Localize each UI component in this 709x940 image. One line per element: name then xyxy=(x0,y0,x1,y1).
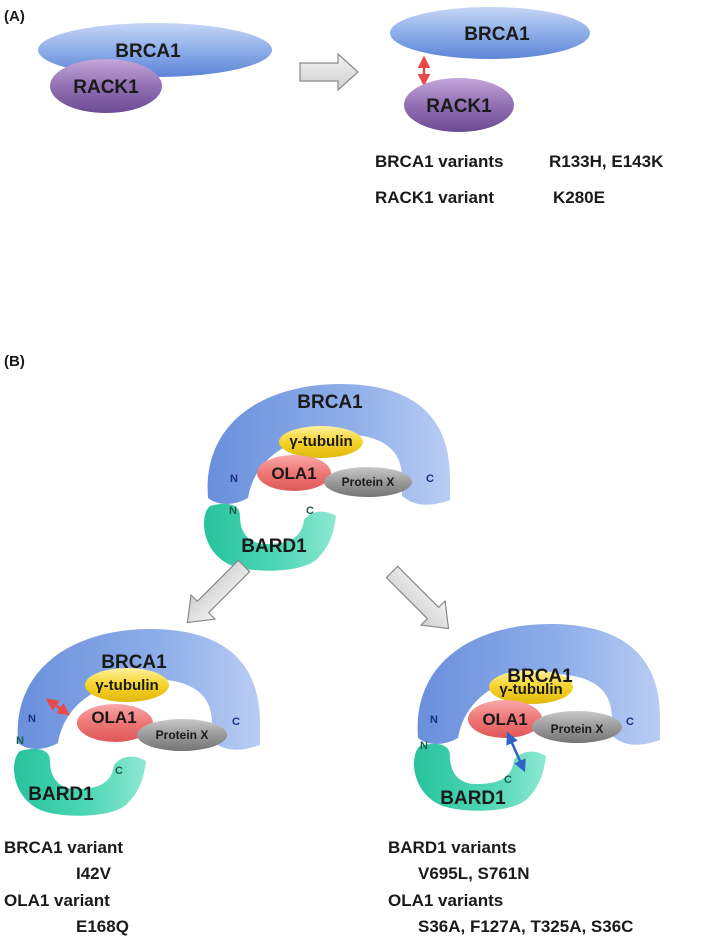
rack1-variant-value: K280E xyxy=(553,188,605,207)
down-right-arrow-icon xyxy=(385,565,450,630)
c-terminus-brca1-top: C xyxy=(426,473,434,485)
right-bard1-variants-value: V695L, S761N xyxy=(418,864,530,883)
n-terminus-brca1-left: N xyxy=(28,713,36,725)
ola1-label-left: OLA1 xyxy=(91,708,136,727)
brca1-label-before: BRCA1 xyxy=(115,41,181,62)
gamma-tubulin-label-top: γ-tubulin xyxy=(289,433,352,450)
c-terminus-brca1-left: C xyxy=(232,716,240,728)
complex-left xyxy=(13,629,260,816)
bard1-label-top: BARD1 xyxy=(241,536,307,557)
gamma-tubulin-label-left: γ-tubulin xyxy=(95,677,158,694)
complex-right xyxy=(413,624,660,811)
right-arrow-icon xyxy=(299,52,359,92)
down-left-arrow-icon xyxy=(186,559,251,624)
interaction-arrow-icon xyxy=(506,731,526,773)
protein-x-label-left: Protein X xyxy=(156,728,209,742)
brca1-label-left: BRCA1 xyxy=(101,652,167,673)
left-brca1-variant-value: I42V xyxy=(76,864,112,883)
rack1-label-after: RACK1 xyxy=(426,96,492,117)
gamma-tubulin-label-right: γ-tubulin xyxy=(499,681,562,698)
left-ola1-variant-value: E168Q xyxy=(76,917,129,936)
n-terminus-bard1-left: N xyxy=(16,735,24,747)
brca1-ellipse-after xyxy=(390,7,590,59)
brca1-label-right: BRCA1 xyxy=(507,666,573,687)
n-terminus-bard1-top: N xyxy=(229,505,237,517)
protein-x-label-right: Protein X xyxy=(551,722,604,736)
right-ola1-variants-label: OLA1 variants xyxy=(388,891,503,910)
rack1-ellipse-after xyxy=(404,78,514,132)
n-terminus-bard1-right: N xyxy=(420,740,428,752)
brca1-label-top: BRCA1 xyxy=(297,392,363,413)
brca1-variants-value: R133H, E143K xyxy=(549,152,664,171)
brca1-variants-label: BRCA1 variants xyxy=(375,152,504,171)
ola1-label-right: OLA1 xyxy=(482,710,527,729)
c-terminus-brca1-right: C xyxy=(626,716,634,728)
c-terminus-bard1-top: C xyxy=(306,505,314,517)
bard1-label-left: BARD1 xyxy=(28,784,94,805)
protein-x-label-top: Protein X xyxy=(342,475,395,489)
rack1-label-before: RACK1 xyxy=(73,77,139,98)
bard1-label-right: BARD1 xyxy=(440,788,506,809)
complex-top xyxy=(203,384,450,571)
c-terminus-bard1-left: C xyxy=(115,765,123,777)
left-ola1-variant-label: OLA1 variant xyxy=(4,891,110,910)
n-terminus-brca1-top: N xyxy=(230,473,238,485)
right-ola1-variants-value: S36A, F127A, T325A, S36C xyxy=(418,917,633,936)
rack1-ellipse-before xyxy=(50,59,162,113)
left-brca1-variant-label: BRCA1 variant xyxy=(4,838,123,857)
panel-a-label: (A) xyxy=(4,8,25,25)
rack1-variant-label: RACK1 variant xyxy=(375,188,494,207)
ola1-label-top: OLA1 xyxy=(271,464,316,483)
c-terminus-bard1-right: C xyxy=(504,774,512,786)
brca1-label-after: BRCA1 xyxy=(464,24,530,45)
n-terminus-brca1-right: N xyxy=(430,714,438,726)
panel-b-label: (B) xyxy=(4,353,25,370)
right-bard1-variants-label: BARD1 variants xyxy=(388,838,517,857)
interaction-arrow-icon xyxy=(45,698,71,716)
